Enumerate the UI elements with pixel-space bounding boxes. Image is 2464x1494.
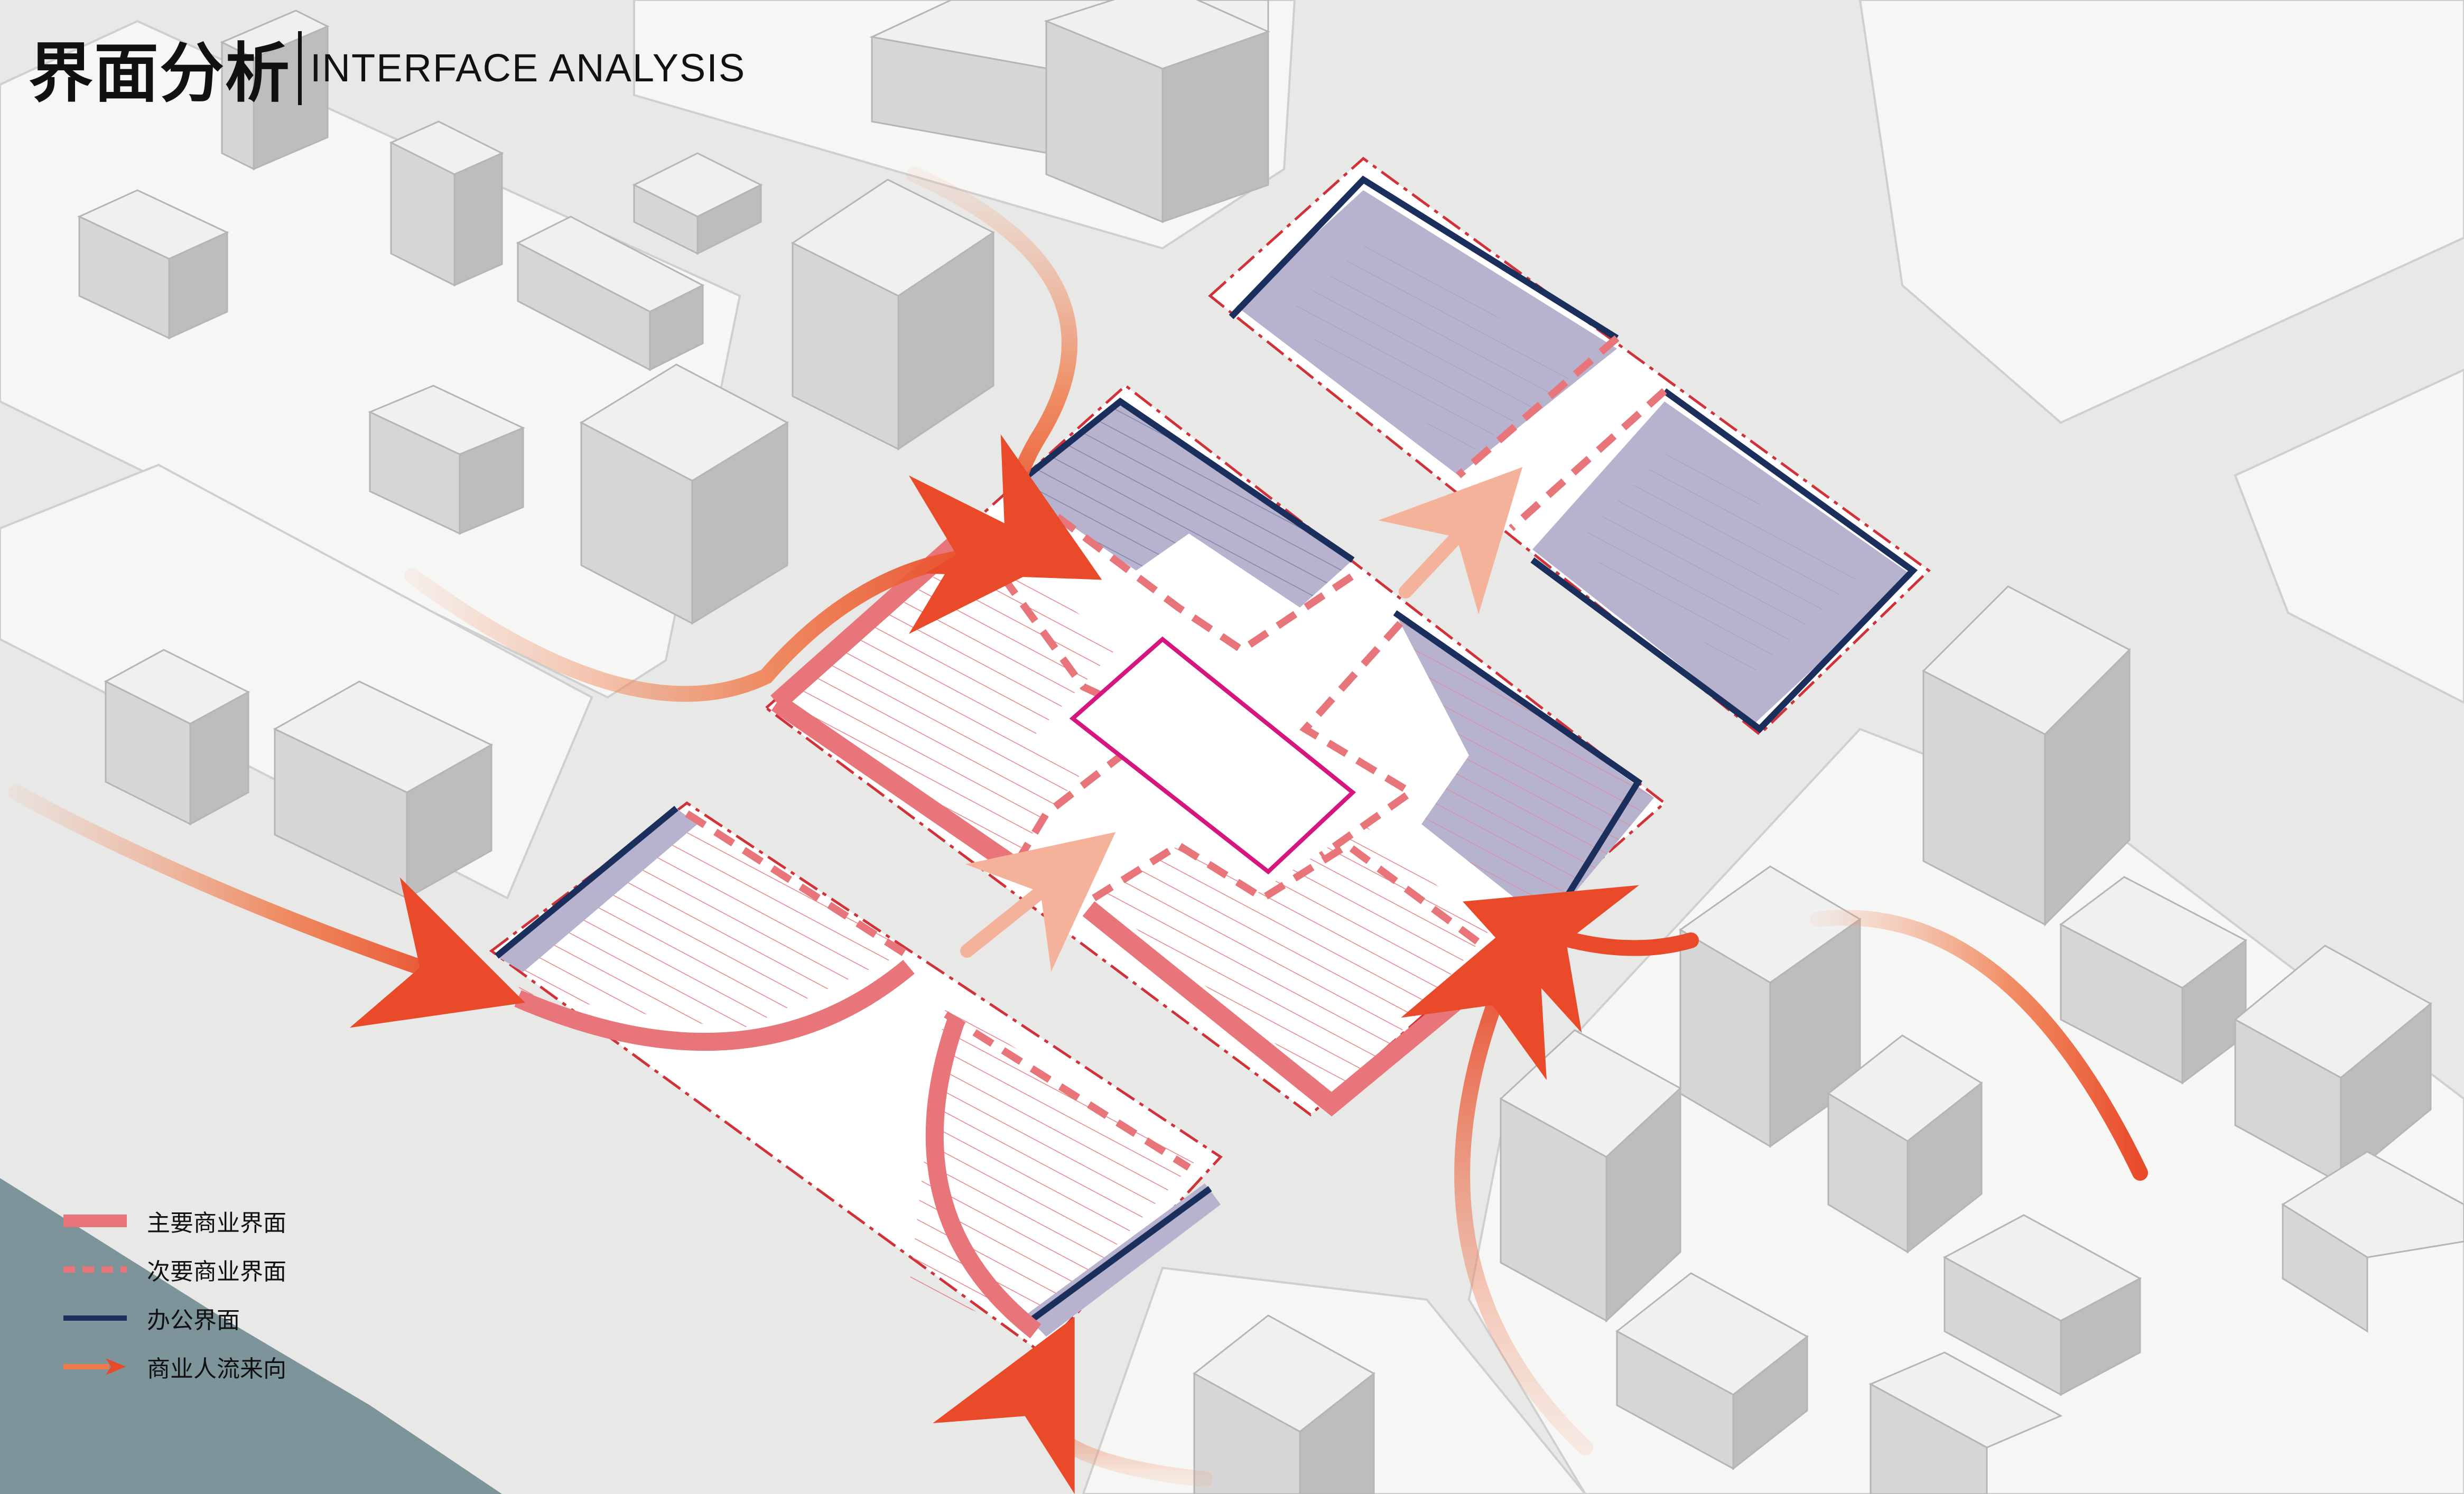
legend-label: 次要商业界面 [147, 1258, 286, 1285]
title-divider [298, 31, 302, 105]
diagram-title: 界面分析 INTERFACE ANALYSIS [29, 21, 746, 115]
office-swatch [63, 1315, 127, 1321]
primary-commercial-swatch [63, 1215, 127, 1227]
background-buildings [77, 0, 2464, 1494]
legend-item-pedestrian-flow: 商业人流来向 [63, 1342, 286, 1391]
river-water [0, 1178, 502, 1494]
legend-label: 商业人流来向 [147, 1356, 286, 1383]
site-block-c [1208, 156, 1931, 736]
pedestrian-flows [8, 166, 2148, 1494]
site-block-a [489, 801, 1223, 1355]
arrow-icon [63, 1358, 126, 1375]
title-chinese: 界面分析 [29, 36, 291, 111]
legend: 主要商业界面 次要商业界面 办公界面 商业人流来向 [63, 1197, 286, 1391]
title-english: INTERFACE ANALYSIS [310, 46, 746, 90]
legend-item-secondary-commercial: 次要商业界面 [63, 1245, 286, 1294]
central-plaza [1069, 636, 1356, 875]
secondary-commercial-swatch [63, 1266, 127, 1273]
legend-item-office: 办公界面 [63, 1294, 286, 1342]
legend-label: 主要商业界面 [147, 1210, 286, 1237]
legend-label: 办公界面 [147, 1307, 240, 1334]
legend-item-primary-commercial: 主要商业界面 [63, 1197, 286, 1245]
office-frontage-fill [497, 808, 698, 972]
